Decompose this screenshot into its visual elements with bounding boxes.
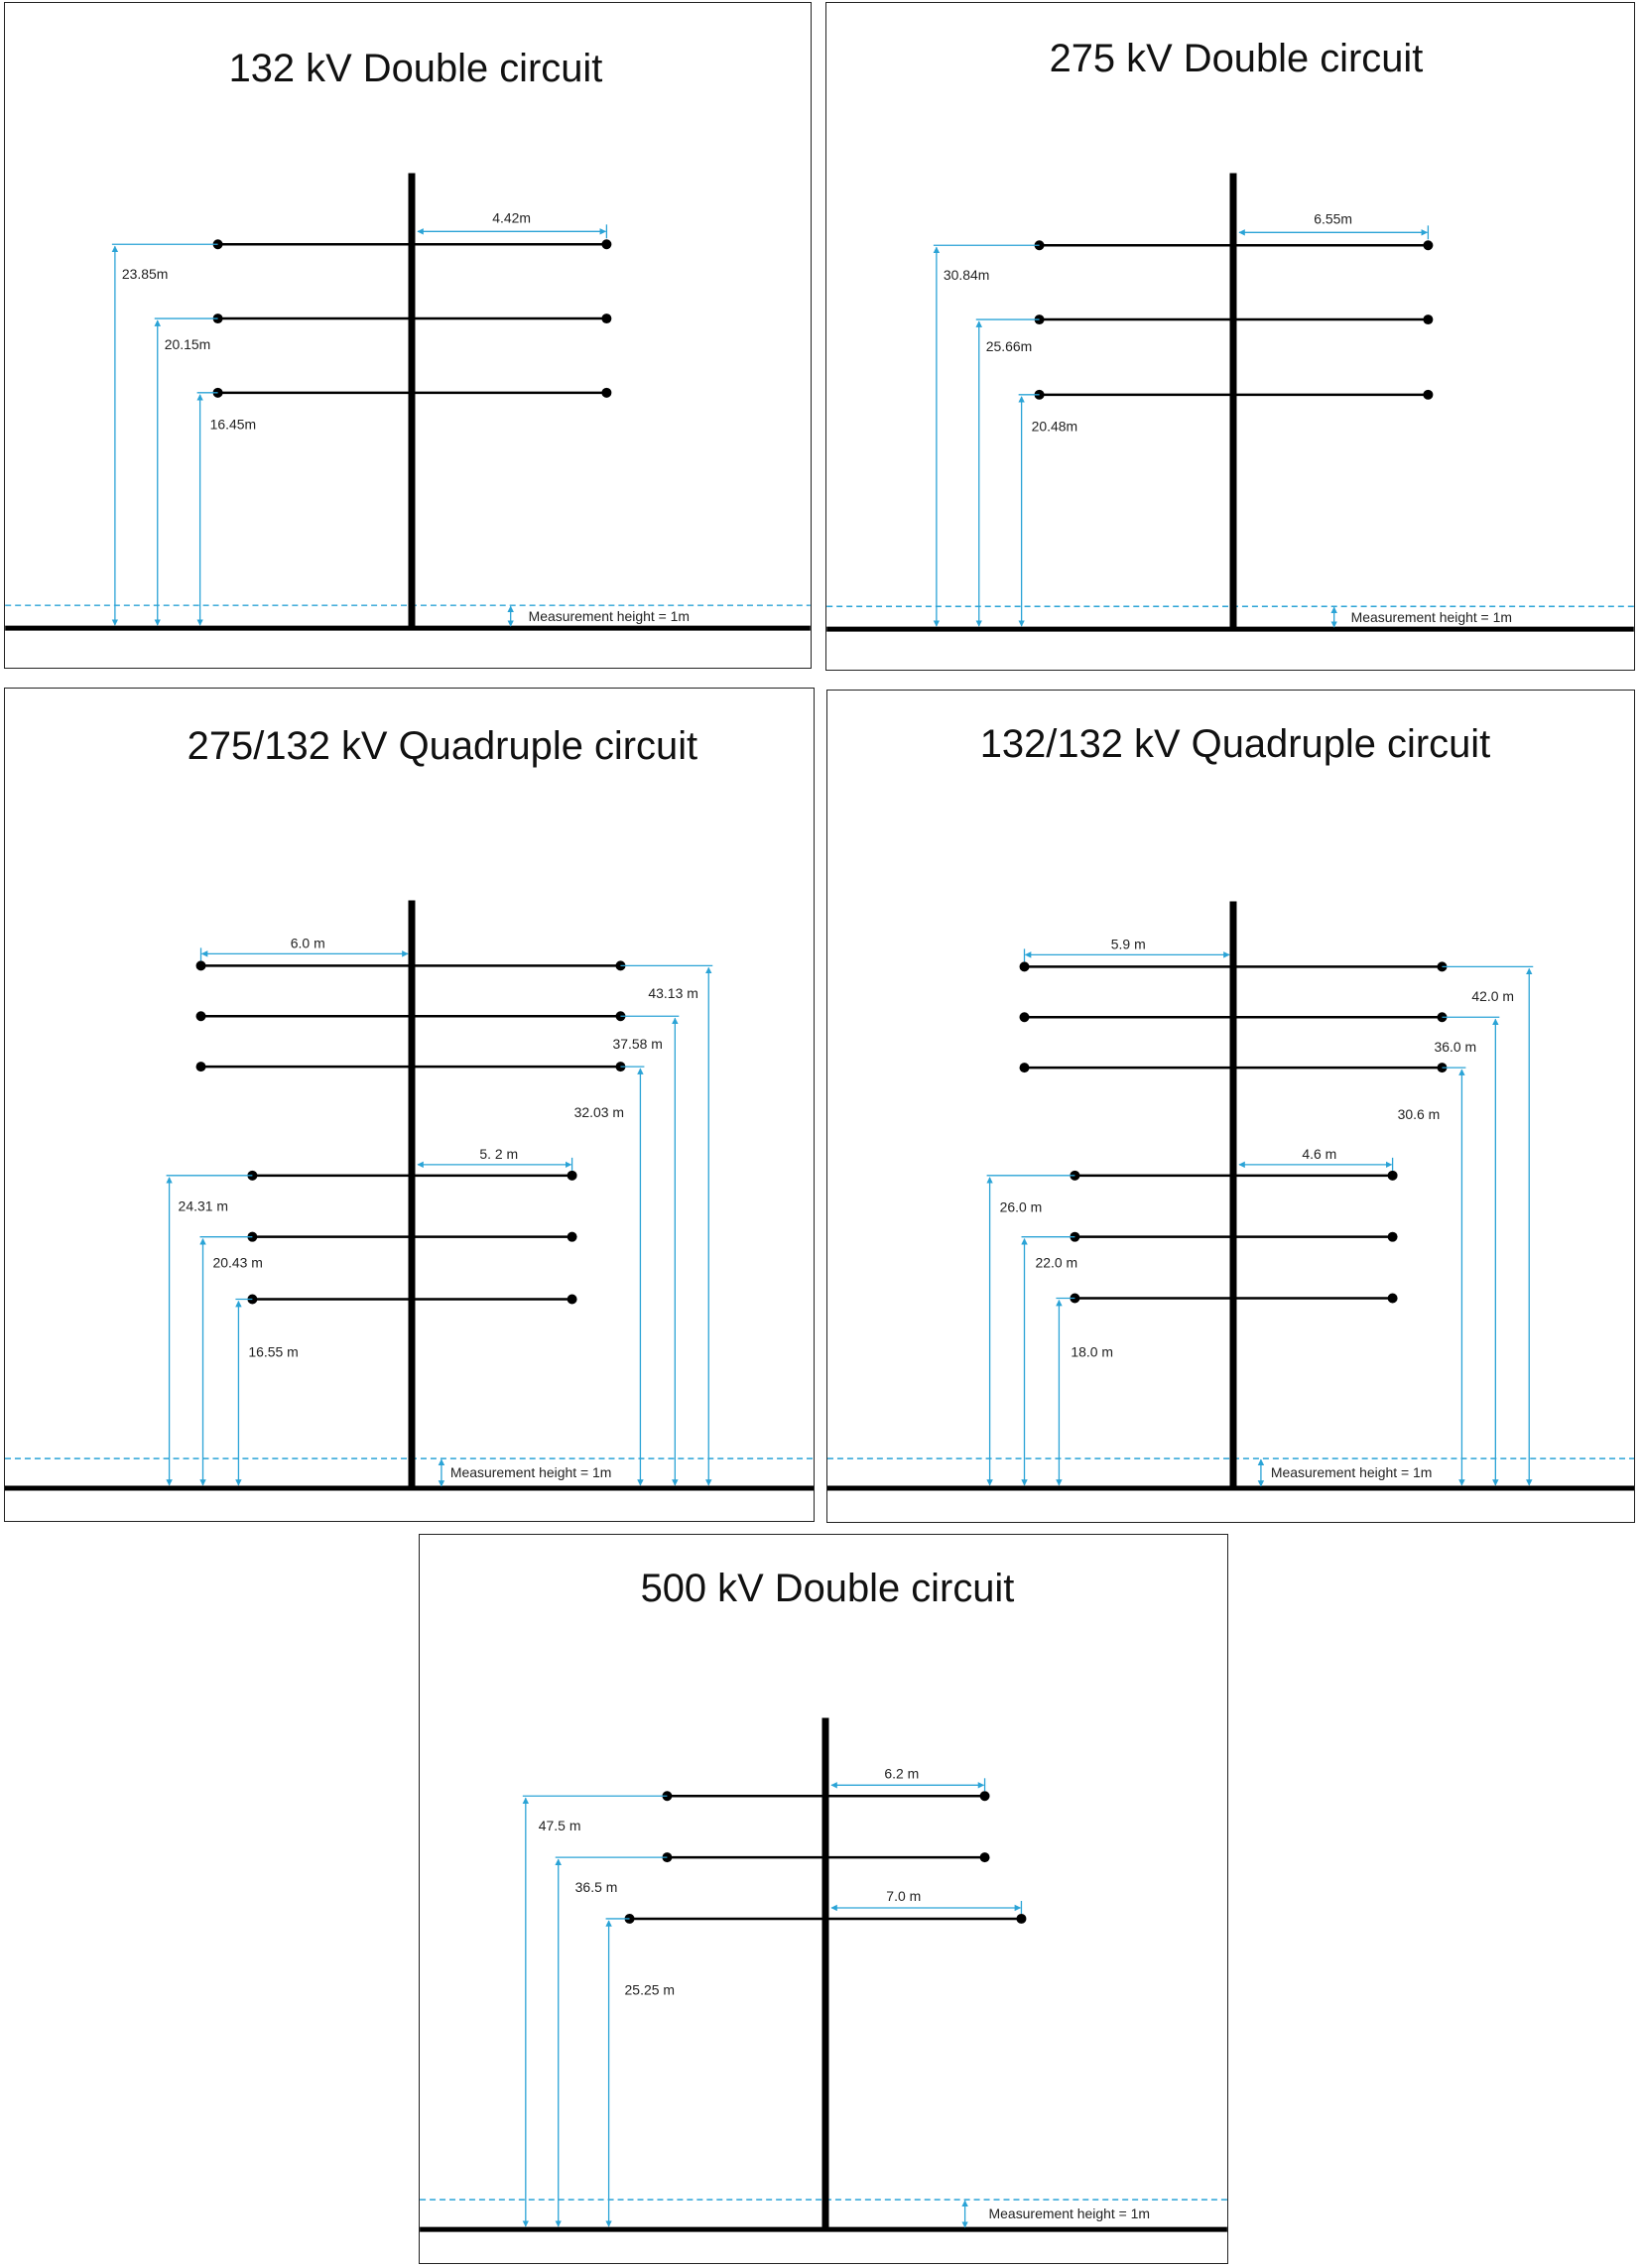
crossarm	[1019, 1012, 1448, 1023]
panel-title: 500 kV Double circuit	[641, 1567, 1015, 1610]
crossarm	[195, 1011, 626, 1022]
panel-132-132kv-quadruple-circuit: 132/132 kV Quadruple circuit	[826, 690, 1635, 1523]
crossarm	[195, 1062, 626, 1072]
horizontal-label: 7.0 m	[886, 1888, 921, 1904]
horizontal-label: 4.6 m	[1302, 1146, 1336, 1162]
measurement-height-label: Measurement height = 1m	[1271, 1464, 1433, 1480]
conductor-dot	[195, 1011, 206, 1022]
conductor-dot	[1387, 1170, 1398, 1181]
conductor-dot	[1016, 1913, 1027, 1924]
diagram-132kv-double-circuit: 132 kV Double circuit	[5, 47, 811, 631]
horizontal-label: 5.9 m	[1111, 936, 1146, 951]
height-label: 16.45m	[210, 417, 257, 433]
measurement-height-label: Measurement height = 1m	[450, 1464, 612, 1480]
horizontal-label: 6.55m	[1314, 210, 1352, 226]
height-label: 18.0 m	[1071, 1343, 1113, 1359]
height-label: 36.0 m	[1434, 1039, 1476, 1055]
height-label: 20.15m	[165, 336, 211, 352]
conductor-dot	[601, 387, 612, 398]
conductor-dot	[624, 1913, 635, 1924]
panel-275kv-double-circuit: 275 kV Double circuit	[825, 2, 1635, 671]
conductor-dot	[979, 1852, 990, 1863]
conductor-dot	[979, 1791, 990, 1802]
conductor-dot	[1034, 315, 1045, 325]
height-label: 25.25 m	[625, 1982, 675, 1998]
conductor-dot	[195, 1062, 206, 1072]
height-label: 23.85m	[122, 266, 168, 282]
diagram-275kv-double-circuit: 275 kV Double circuit	[826, 37, 1634, 632]
crossarm	[1070, 1231, 1398, 1242]
conductor-dot	[1387, 1293, 1398, 1304]
horizontal-label: 4.42m	[492, 209, 531, 225]
conductor-dot	[567, 1170, 577, 1181]
crossarm	[212, 239, 612, 250]
height-label: 42.0 m	[1471, 988, 1514, 1004]
conductor-dot	[1423, 315, 1434, 325]
crossarm	[212, 314, 612, 324]
horizontal-label: 5. 2 m	[479, 1146, 518, 1162]
conductor-dot	[567, 1294, 577, 1305]
conductor-dot	[1070, 1293, 1080, 1304]
height-label: 25.66m	[986, 338, 1033, 354]
height-label: 26.0 m	[1000, 1199, 1043, 1215]
diagram-132-132kv-quadruple-circuit: 132/132 kV Quadruple circuit	[827, 722, 1634, 1491]
height-label: 43.13 m	[648, 985, 697, 1001]
panel-title: 275 kV Double circuit	[1050, 37, 1424, 80]
conductor-dot	[1019, 1063, 1030, 1073]
diagram-500kv-double-circuit: 500 kV Double circuit	[420, 1567, 1227, 2232]
conductor-dot	[1423, 240, 1434, 251]
height-label: 37.58 m	[612, 1036, 662, 1052]
conductor-dot	[1423, 389, 1434, 400]
panel-132kv-double-circuit: 132 kV Double circuit	[4, 2, 812, 669]
crossarm	[1034, 389, 1434, 400]
crossarm	[1070, 1170, 1398, 1181]
crossarm	[1070, 1293, 1398, 1304]
measurement-height-label: Measurement height = 1m	[529, 608, 690, 624]
conductor-dot	[1070, 1231, 1080, 1242]
height-label: 24.31 m	[179, 1198, 228, 1214]
crossarm	[1034, 315, 1434, 325]
height-label: 20.43 m	[212, 1255, 262, 1271]
conductor-dot	[1070, 1170, 1080, 1181]
crossarm	[1034, 240, 1434, 251]
panel-title: 132/132 kV Quadruple circuit	[980, 722, 1490, 766]
horizontal-label: 6.0 m	[291, 935, 325, 950]
height-label: 20.48m	[1032, 419, 1078, 435]
diagram-275-132kv-quadruple-circuit: 275/132 kV Quadruple circuit	[5, 724, 814, 1491]
height-label: 47.5 m	[539, 1818, 581, 1833]
conductor-dot	[601, 314, 612, 324]
height-label: 32.03 m	[574, 1104, 624, 1120]
height-label: 16.55 m	[248, 1343, 298, 1359]
measurement-height-label: Measurement height = 1m	[989, 2205, 1150, 2221]
measurement-height-label: Measurement height = 1m	[1351, 609, 1512, 625]
crossarm	[212, 387, 612, 398]
height-label: 36.5 m	[575, 1879, 618, 1895]
conductor-dot	[1034, 240, 1045, 251]
crossarm	[247, 1294, 577, 1305]
panel-title: 132 kV Double circuit	[229, 47, 603, 90]
panel-500kv-double-circuit: 500 kV Double circuit	[419, 1534, 1228, 2264]
conductor-dot	[1019, 1012, 1030, 1023]
conductor-dot	[601, 239, 612, 250]
crossarm	[1019, 961, 1448, 972]
height-label: 30.84m	[944, 267, 990, 283]
horizontal-label: 6.2 m	[884, 1765, 919, 1781]
height-label: 22.0 m	[1035, 1255, 1077, 1271]
conductor-dot	[195, 960, 206, 971]
panel-title: 275/132 kV Quadruple circuit	[188, 724, 697, 768]
conductor-dot	[1019, 961, 1030, 972]
conductor-dot	[1387, 1231, 1398, 1242]
conductor-dot	[567, 1231, 577, 1242]
crossarm	[624, 1913, 1027, 1924]
conductor-dot	[1034, 389, 1045, 400]
height-label: 30.6 m	[1398, 1106, 1441, 1122]
panel-275-132kv-quadruple-circuit: 275/132 kV Quadruple circuit	[4, 688, 815, 1522]
